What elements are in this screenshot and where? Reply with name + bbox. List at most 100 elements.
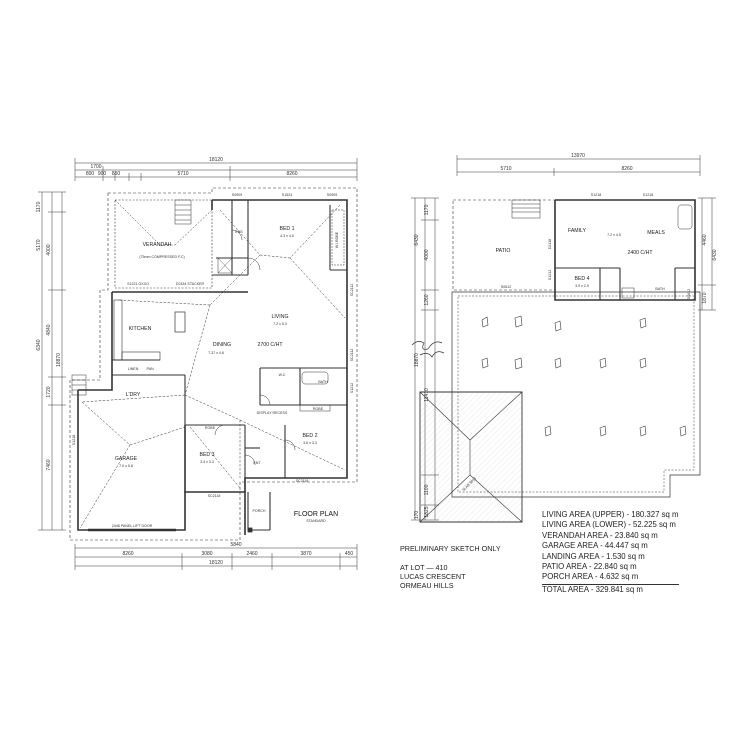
verandah-hip-lines — [114, 199, 213, 246]
upper-top-dimension-lines — [456, 155, 701, 176]
area-landing: LANDING AREA - 1.530 sq m — [542, 551, 645, 561]
lot-note: AT LOT — 410 — [400, 563, 448, 572]
room-robe-bed3: ROBE — [205, 426, 216, 430]
window-top-1: S0909 — [232, 193, 242, 197]
upper-dim-left-5: 11410 — [424, 388, 430, 402]
upper-dim-left-3: 6430 — [414, 234, 420, 245]
window-right-3: S1212 — [350, 383, 354, 393]
external-walls — [77, 199, 348, 535]
roof-outline — [69, 187, 358, 541]
window-garage: S1218 — [72, 435, 76, 445]
porch-post — [247, 527, 253, 533]
dim-left-1: 1170 — [36, 201, 42, 212]
handwritten-note — [411, 341, 445, 358]
garage-door-label: 2446 PANEL LIFT DOOR — [112, 524, 153, 528]
room-bed3-size: 3.4 x 3.3 — [200, 460, 214, 464]
upper-shower — [621, 287, 635, 299]
door-swings — [214, 229, 296, 466]
internal-walls — [112, 200, 347, 531]
upper-window-3: D2118 — [548, 239, 552, 249]
room-ens: ENS — [235, 230, 243, 234]
room-bed3: BED 3 — [200, 452, 215, 458]
area-living-lower: LIVING AREA (LOWER) - 52.225 sq m — [542, 520, 676, 530]
dim-left-5: 6340 — [36, 339, 42, 350]
room-ent: ENT — [253, 461, 261, 465]
room-dining: DINING — [213, 342, 231, 348]
room-dining-size: 7.37 x 4.6 — [208, 351, 224, 355]
room-wir: W.I.ROBE — [335, 231, 339, 248]
window-right-1: SC2112 — [350, 349, 354, 362]
room-linen: LINEN — [128, 367, 139, 371]
upper-window-1: S1218 — [591, 193, 601, 197]
upper-dim-top-1: 5710 — [500, 166, 511, 172]
area-garage: GARAGE AREA - 44.447 sq m — [542, 541, 648, 551]
dim-bottom-5: 450 — [345, 551, 354, 557]
street-note: LUCAS CRESCENT — [400, 572, 466, 581]
upper-window-6: S0612 — [687, 289, 691, 299]
upper-floor-labels: 13970 5710 8260 1170 4000 6430 1260 1141… — [414, 153, 718, 519]
dim-top-1: 1700 — [90, 164, 101, 170]
lower-slab-inner — [457, 295, 695, 493]
room-porch: PORCH — [253, 509, 266, 513]
sketch-note: PRELIMINARY SKETCH ONLY — [400, 544, 501, 553]
suburb-note: ORMEAU HILLS — [400, 581, 454, 590]
bottom-dimension-lines — [74, 544, 358, 570]
dim-bottom-mid: 5840 — [230, 542, 241, 548]
ceiling-height-ground: 2700 C/HT — [257, 342, 283, 348]
ensuite-shower — [217, 257, 233, 274]
dim-left-2: 5170 — [36, 239, 42, 250]
top-dimension-lines — [74, 158, 358, 181]
room-bed2-size: 3.6 x 3.3 — [303, 441, 317, 445]
upper-right-dimension-lines — [698, 197, 716, 311]
room-living: LIVING — [271, 314, 288, 320]
room-meals: MEALS — [647, 230, 665, 236]
dim-top-2: 800 — [86, 171, 95, 177]
upper-window-5: S0612 — [501, 285, 511, 289]
verandah-stairs — [174, 199, 192, 225]
window-verandah-1: S1221 GXXO — [127, 282, 149, 286]
room-bath: BATH — [318, 380, 328, 384]
ceiling-height-upper: 2400 C/HT — [627, 250, 653, 256]
upper-dim-left-9: 170 — [414, 511, 420, 520]
room-upper-bath: BATH — [655, 287, 665, 291]
upper-dim-top-2: 8260 — [621, 166, 632, 172]
upper-dim-left-2: 4000 — [424, 249, 430, 260]
dim-top-4: 850 — [112, 171, 121, 177]
room-bed1: BED 1 — [280, 226, 295, 232]
dim-left-7: 7460 — [46, 459, 52, 470]
room-kitchen: KITCHEN — [129, 326, 152, 332]
room-pantry: PAN — [146, 367, 154, 371]
room-bed4: BED 4 — [575, 276, 590, 282]
verandah-note: (75mm COMPRESSED F.C) — [139, 255, 184, 259]
upper-roof-hatch — [420, 392, 522, 522]
patio-outline — [452, 199, 556, 291]
floor-plan-title: FLOOR PLAN — [294, 511, 338, 518]
room-robe-bed2: ROBE — [313, 407, 324, 411]
room-bed2: BED 2 — [303, 433, 318, 439]
dim-top-3: 900 — [98, 171, 107, 177]
room-living-size: 7.2 x 5.3 — [273, 322, 287, 326]
window-top-3: S0909 — [327, 193, 337, 197]
upper-dim-overall: 13970 — [571, 153, 585, 159]
display-recess: DISPLAY RECESS — [257, 411, 288, 415]
upper-window-2: S1218 — [643, 193, 653, 197]
bath-tub — [301, 371, 329, 385]
room-verandah: VERANDAH — [143, 242, 172, 248]
main-roof-hip-lines — [79, 204, 346, 529]
window-verandah-2: D2434 STACKER — [176, 282, 205, 286]
dim-left-4: 4840 — [46, 324, 52, 335]
upper-dim-right-3: 1870 — [702, 292, 708, 303]
room-family: FAMILY — [568, 228, 587, 234]
bed1-robe — [331, 209, 345, 266]
window-top-2: S1524 — [282, 193, 292, 197]
area-verandah: VERANDAH AREA - 23.840 sq m — [542, 530, 658, 540]
room-bed4-size: 3.9 x 2.9 — [575, 284, 589, 288]
dim-bottom-1: 8260 — [122, 551, 133, 557]
upper-dim-left-1: 1170 — [424, 204, 430, 215]
ground-floor-labels: 18120 1700 800 900 850 5710 8260 1170 51… — [36, 157, 354, 566]
dim-top-5: 5710 — [177, 171, 188, 177]
upper-dim-left-6: 18870 — [414, 353, 420, 367]
upper-internal-walls — [555, 267, 695, 300]
dim-overall-bottom: 18120 — [209, 560, 223, 566]
